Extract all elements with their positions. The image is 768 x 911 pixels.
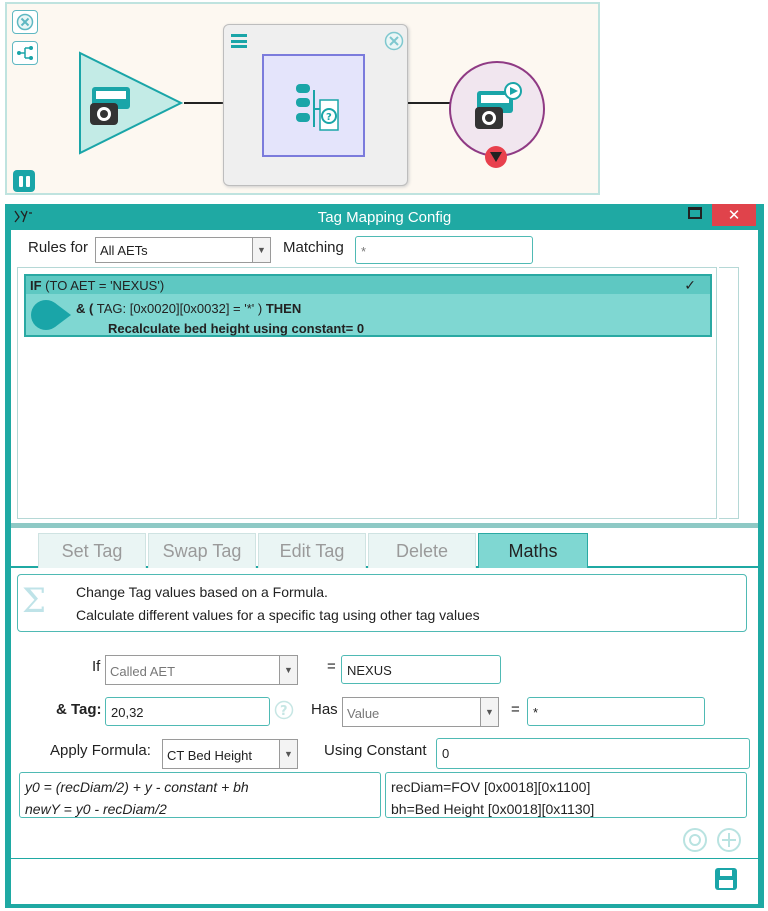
arrow-right-icon	[31, 300, 71, 330]
tag-rule-icon: ?	[296, 84, 339, 131]
app-icon	[13, 208, 33, 227]
close-button[interactable]: ✕	[712, 204, 756, 226]
rule-node-inner: ?	[262, 54, 365, 157]
connector-line	[184, 102, 225, 104]
tree-icon[interactable]	[12, 41, 38, 65]
title-bar: Tag Mapping Config ✕	[11, 204, 758, 230]
formula-select[interactable]: CT Bed Height ▼	[162, 739, 298, 769]
tag-input[interactable]: 20,32	[105, 697, 270, 726]
if-label: If	[92, 658, 101, 675]
variable-line-2: bh=Bed Height [0x0018][0x1130]	[391, 801, 595, 817]
close-circle-icon[interactable]	[384, 31, 404, 51]
aet-condition: (TO AET = 'NEXUS')	[41, 278, 165, 293]
input-node[interactable]	[78, 51, 184, 155]
description-box: Σ Change Tag values based on a Formula. …	[17, 574, 747, 632]
refresh-icon[interactable]	[683, 828, 707, 852]
sigma-icon: Σ	[22, 581, 47, 621]
chevron-down-icon: ▼	[252, 238, 270, 262]
rules-for-value: All AETs	[100, 243, 148, 258]
variables-text[interactable]: recDiam=FOV [0x0018][0x1100] bh=Bed Heig…	[385, 772, 747, 818]
if-value-input[interactable]: NEXUS	[341, 655, 501, 684]
tag-condition: & ( TAG: [0x0020][0x0032] = '*' ) THEN	[76, 301, 302, 316]
formula-select-value: CT Bed Height	[167, 748, 253, 763]
tab-edit-tag[interactable]: Edit Tag	[258, 533, 366, 568]
pause-button[interactable]	[13, 170, 35, 192]
has-select-value: Value	[347, 706, 380, 721]
matching-input[interactable]: *	[355, 236, 533, 264]
rule-item[interactable]: IF (TO AET = 'NEXUS') ✓ & ( TAG: [0x0020…	[24, 274, 712, 337]
hamburger-icon[interactable]	[231, 34, 247, 48]
has-select[interactable]: Value ▼	[342, 697, 499, 727]
help-icon[interactable]: ?	[274, 700, 294, 720]
tab-swap-tag[interactable]: Swap Tag	[148, 533, 256, 568]
output-node[interactable]	[449, 61, 545, 157]
output-camera-icon	[475, 82, 522, 129]
description-line-2: Calculate different values for a specifi…	[76, 607, 480, 623]
check-icon[interactable]: ✓	[684, 277, 696, 293]
has-value-input[interactable]: *	[527, 697, 705, 726]
variable-line-1: recDiam=FOV [0x0018][0x1100]	[391, 779, 591, 795]
equals-sign: =	[327, 658, 336, 675]
rules-scrollbar[interactable]	[719, 267, 739, 519]
description-line-1: Change Tag values based on a Formula.	[76, 584, 328, 600]
rule-condition: IF (TO AET = 'NEXUS') ✓	[26, 276, 710, 294]
formula-text[interactable]: y0 = (recDiam/2) + y - constant + bh new…	[19, 772, 381, 818]
tag-mapping-dialog: Tag Mapping Config ✕ Rules for All AETs …	[5, 204, 764, 908]
matching-label: Matching	[283, 239, 344, 256]
svg-text:?: ?	[326, 112, 332, 123]
chevron-down-icon: ▼	[279, 656, 297, 684]
apply-formula-label: Apply Formula:	[50, 742, 151, 759]
rules-for-label: Rules for	[28, 239, 89, 256]
rule-node[interactable]: ?	[223, 24, 408, 186]
rule-action: Recalculate bed height using constant= 0	[108, 321, 365, 336]
rules-header: Rules for All AETs ▼ Matching *	[11, 230, 758, 265]
tab-set-tag[interactable]: Set Tag	[38, 533, 146, 568]
rules-for-select[interactable]: All AETs ▼	[95, 237, 271, 263]
add-icon[interactable]	[717, 828, 741, 852]
if-select[interactable]: Called AET ▼	[105, 655, 298, 685]
equals-sign: =	[511, 701, 520, 718]
constant-input[interactable]: 0	[436, 738, 750, 769]
using-constant-label: Using Constant	[324, 742, 427, 759]
chevron-down-icon: ▼	[279, 740, 297, 768]
svg-text:?: ?	[280, 704, 288, 719]
pipeline-canvas: ?	[5, 2, 600, 195]
chevron-down-icon: ▼	[480, 698, 498, 726]
footer-divider	[11, 858, 758, 859]
if-select-value: Called AET	[110, 664, 176, 679]
tab-bar: Set Tag Swap Tag Edit Tag Delete Maths	[11, 528, 758, 568]
tab-maths[interactable]: Maths	[478, 533, 588, 568]
save-icon[interactable]	[715, 868, 737, 890]
rules-list: IF (TO AET = 'NEXUS') ✓ & ( TAG: [0x0020…	[17, 267, 739, 553]
splitter[interactable]	[11, 523, 758, 528]
tab-delete[interactable]: Delete	[368, 533, 476, 568]
dialog-title: Tag Mapping Config	[317, 209, 452, 226]
if-keyword: IF	[30, 278, 42, 293]
dialog-client: Rules for All AETs ▼ Matching * IF (TO A…	[11, 230, 758, 904]
close-circle-icon[interactable]	[12, 10, 38, 34]
connector-line	[408, 102, 451, 104]
maximize-button[interactable]	[688, 207, 702, 219]
has-label: Has	[311, 701, 338, 718]
tag-label: & Tag:	[56, 701, 102, 718]
dropdown-badge-icon[interactable]	[485, 146, 507, 168]
formula-line-1: y0 = (recDiam/2) + y - constant + bh	[25, 779, 249, 795]
formula-line-2: newY = y0 - recDiam/2	[25, 801, 167, 817]
